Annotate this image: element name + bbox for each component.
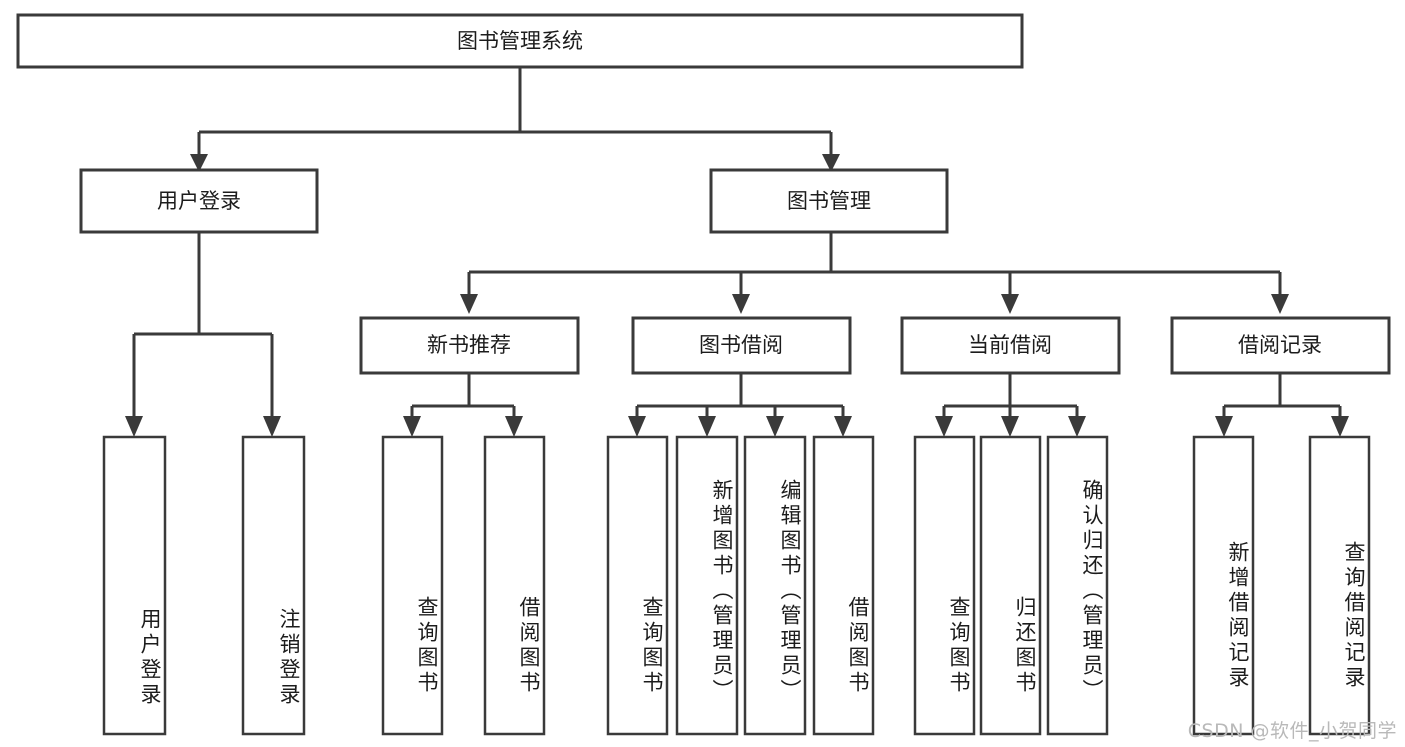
leaf-box-borrow-edit[interactable] — [743, 435, 807, 736]
node-borrow-records-label: 借阅记录 — [1238, 333, 1322, 357]
node-borrow-records[interactable]: 借阅记录 — [1170, 316, 1391, 375]
leaf-box-record-add[interactable] — [1192, 435, 1255, 736]
leaf-box-borrow-query[interactable] — [606, 435, 669, 736]
node-current-borrow[interactable]: 当前借阅 — [900, 316, 1121, 375]
leaf-box-record-query[interactable] — [1308, 435, 1371, 736]
csdn-watermark: CSDN @软件_小贺同学 — [1187, 720, 1397, 742]
leaf-box-current-return[interactable] — [979, 435, 1042, 736]
leaf-box-logout[interactable] — [241, 435, 306, 736]
node-book-borrow-label: 图书借阅 — [699, 333, 783, 357]
node-new-book-recommend-label: 新书推荐 — [427, 333, 511, 357]
node-new-book-recommend[interactable]: 新书推荐 — [359, 316, 580, 375]
node-root-label: 图书管理系统 — [457, 29, 583, 53]
leaf-box-current-confirm[interactable] — [1046, 435, 1109, 736]
node-root[interactable]: 图书管理系统 — [16, 13, 1024, 69]
leaf-box-user-login[interactable] — [102, 435, 167, 736]
node-current-borrow-label: 当前借阅 — [968, 333, 1052, 357]
connector-borrow-to-leaves — [628, 373, 852, 437]
node-user-login[interactable]: 用户登录 — [79, 168, 319, 234]
leaf-box-borrow-lend[interactable] — [812, 435, 875, 736]
connector-records-to-leaves — [1215, 373, 1349, 437]
node-book-management-label: 图书管理 — [787, 189, 871, 213]
connector-login-to-leaves — [125, 232, 281, 437]
connector-root-to-level1 — [190, 67, 840, 172]
connector-current-to-leaves — [935, 373, 1086, 437]
leaf-box-borrow-add[interactable] — [675, 435, 739, 736]
node-book-management[interactable]: 图书管理 — [709, 168, 949, 234]
leaf-box-newbook-borrow[interactable] — [483, 435, 546, 736]
leaf-box-newbook-query[interactable] — [381, 435, 444, 736]
node-user-login-label: 用户登录 — [157, 189, 241, 213]
connector-newbook-to-leaves — [403, 373, 523, 437]
leaf-box-current-query[interactable] — [913, 435, 976, 736]
connector-bookmgmt-to-level2 — [460, 232, 1289, 314]
node-book-borrow[interactable]: 图书借阅 — [631, 316, 852, 375]
